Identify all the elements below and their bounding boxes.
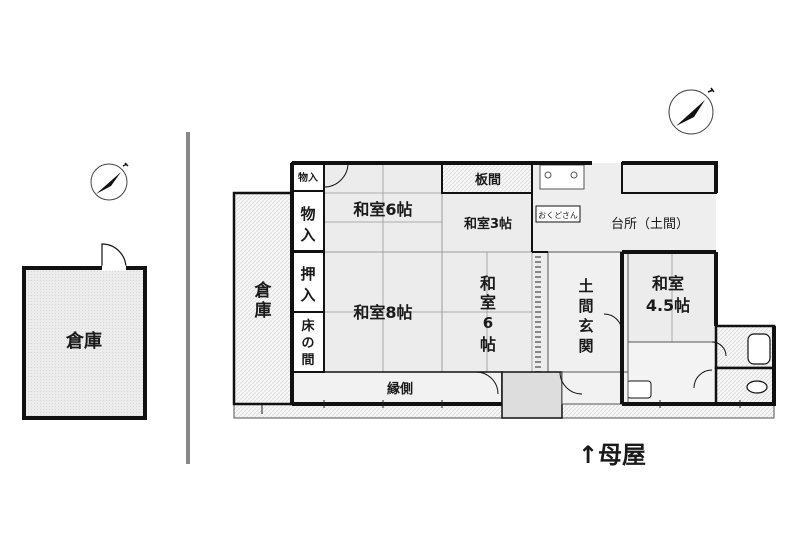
okudosan-box [535,205,581,223]
bathtub [747,333,771,365]
main-house-caption: ↑母屋 [578,441,646,469]
okudosan-label: おくどさん [538,211,578,220]
storehouse-vertical-label-1: 倉 [254,280,273,301]
engawa-label: 縁側 [387,381,413,397]
washitsu-3-label: 和室3帖 [464,216,512,232]
washitsu-6v-label-2: 室 [480,293,496,312]
oshiire-label-1: 押 [300,265,315,283]
outbuilding: 倉庫 [22,162,147,420]
doma-genkan-label-1: 土 [578,277,593,295]
washitsu-6v-label-1: 和 [480,274,496,293]
storehouse-vertical-label-2: 庫 [255,300,272,321]
closet-label-2: 入 [300,226,315,244]
storehouse-label: 倉庫 [65,330,102,352]
itama-label: 板間 [475,172,501,188]
closet-small-label: 物入 [298,171,318,184]
main-house: 倉 庫 物入 物 入 押 入 床 の 間 和室6帖 和室8帖 板間 和室3帖 和… [232,87,776,469]
closet-label-1: 物 [300,205,315,223]
doma-genkan-label-2: 間 [578,297,593,315]
washitsu-45-label: 和室 [652,274,684,293]
washitsu-6v-label-3: 6 [483,314,493,332]
tokonoma-label-1: 床 [301,318,315,334]
washitsu-6v-label-4: 帖 [480,335,496,354]
north-arrow-icon [90,162,129,201]
kitchen-label: 台所（土間） [611,217,689,232]
washitsu-8-label: 和室8帖 [353,303,412,322]
storehouse-outline [22,266,147,420]
north-arrow-icon [668,87,715,135]
toilet [746,380,768,394]
washitsu-6-label: 和室6帖 [353,200,412,219]
oshiire-label-2: 入 [300,286,315,304]
doma-genkan-label-4: 関 [578,337,593,355]
sink-unit [539,164,585,190]
door-swing [101,243,127,269]
washbasin [626,380,652,399]
tokonoma-label-2: の [301,336,314,351]
doma-genkan-label-3: 玄 [578,317,593,335]
washitsu-45-size-label: 4.5帖 [646,296,690,315]
tokonoma-label-3: 間 [301,353,314,368]
